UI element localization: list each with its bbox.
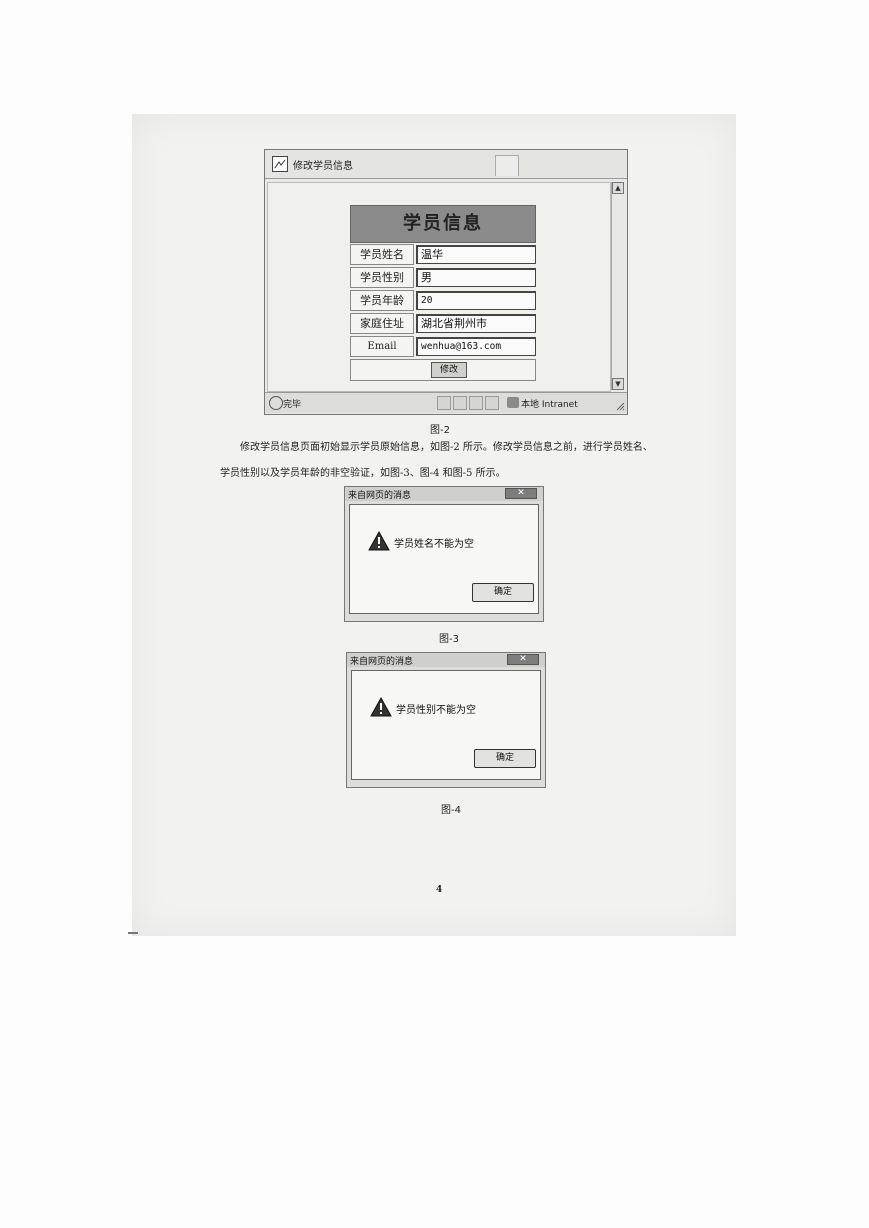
alert-dialog: 来自网页的消息 ✕ 学员姓名不能为空 确定 (344, 486, 544, 622)
form-row-address: 家庭住址 湖北省荆州市 (350, 313, 536, 335)
dialog-title: 来自网页的消息 (350, 657, 414, 667)
dialog-message: 学员姓名不能为空 (394, 539, 474, 550)
modify-button[interactable]: 修改 (431, 362, 467, 378)
dialog-message: 学员性别不能为空 (396, 705, 476, 716)
dialog-titlebar: 来自网页的消息 ✕ (347, 653, 545, 667)
field-label: Email (350, 336, 414, 357)
field-label: 学员姓名 (350, 244, 414, 265)
browser-titlebar: 修改学员信息 (265, 150, 627, 179)
field-label: 学员性别 (350, 267, 414, 288)
page-number: 4 (436, 885, 443, 895)
dialog-title: 来自网页的消息 (348, 491, 412, 501)
dialog-body: 学员姓名不能为空 确定 (349, 504, 539, 614)
browser-title: 修改学员信息 (293, 161, 353, 172)
page-icon (272, 156, 288, 172)
form-row-age: 学员年龄 20 (350, 290, 536, 312)
dialog-body: 学员性别不能为空 确定 (351, 670, 541, 780)
new-tab-stub[interactable] (495, 155, 519, 176)
form-heading: 学员信息 (350, 205, 536, 243)
vertical-scrollbar[interactable]: ▲ ▼ (611, 182, 624, 390)
form-row-name: 学员姓名 温华 (350, 244, 536, 266)
ok-button[interactable]: 确定 (472, 583, 534, 602)
dialog-titlebar: 来自网页的消息 ✕ (345, 487, 543, 501)
scroll-up-icon[interactable]: ▲ (612, 182, 624, 194)
field-label: 家庭住址 (350, 313, 414, 334)
form-row-gender: 学员性别 男 (350, 267, 536, 289)
security-zone: 本地 Intranet (521, 400, 578, 410)
paragraph-line: 修改学员信息页面初始显示学员原始信息，如图-2 所示。修改学员信息之前，进行学员… (240, 442, 653, 453)
form-submit-row: 修改 (350, 359, 536, 381)
figure-caption: 图-2 (430, 425, 450, 436)
scroll-down-icon[interactable]: ▼ (612, 378, 624, 390)
paragraph-line: 学员性别以及学员年龄的非空验证，如图-3、图-4 和图-5 所示。 (220, 468, 506, 479)
close-icon[interactable]: ✕ (507, 654, 539, 665)
ie-status-icon (269, 396, 283, 410)
alert-dialog: 来自网页的消息 ✕ 学员性别不能为空 确定 (346, 652, 546, 788)
ok-button[interactable]: 确定 (474, 749, 536, 768)
status-cell (485, 396, 499, 410)
status-cell (453, 396, 467, 410)
gender-input[interactable]: 男 (416, 268, 536, 287)
warning-icon (368, 531, 390, 551)
form-row-email: Email wenhua@163.com (350, 336, 536, 358)
email-input[interactable]: wenhua@163.com (416, 337, 536, 356)
address-input[interactable]: 湖北省荆州市 (416, 314, 536, 333)
resize-grip-icon[interactable] (615, 401, 625, 411)
browser-content: 学员信息 学员姓名 温华 学员性别 男 学员年龄 20 家庭住址 湖北省荆州市 … (267, 182, 611, 392)
status-cell (469, 396, 483, 410)
paper-edge-mark (128, 932, 138, 934)
browser-window: 修改学员信息 学员信息 学员姓名 温华 学员性别 男 学员年龄 20 家庭住址 … (264, 149, 628, 415)
name-input[interactable]: 温华 (416, 245, 536, 264)
intranet-zone-icon (507, 397, 519, 408)
age-input[interactable]: 20 (416, 291, 536, 310)
status-bar: 完毕 本地 Intranet (265, 392, 627, 413)
status-cell (437, 396, 451, 410)
field-label: 学员年龄 (350, 290, 414, 311)
status-text: 完毕 (283, 400, 302, 410)
figure-caption: 图-4 (441, 805, 461, 816)
student-info-form: 学员信息 学员姓名 温华 学员性别 男 学员年龄 20 家庭住址 湖北省荆州市 … (350, 205, 536, 381)
close-icon[interactable]: ✕ (505, 488, 537, 499)
warning-icon (370, 697, 392, 717)
figure-caption: 图-3 (439, 634, 459, 645)
